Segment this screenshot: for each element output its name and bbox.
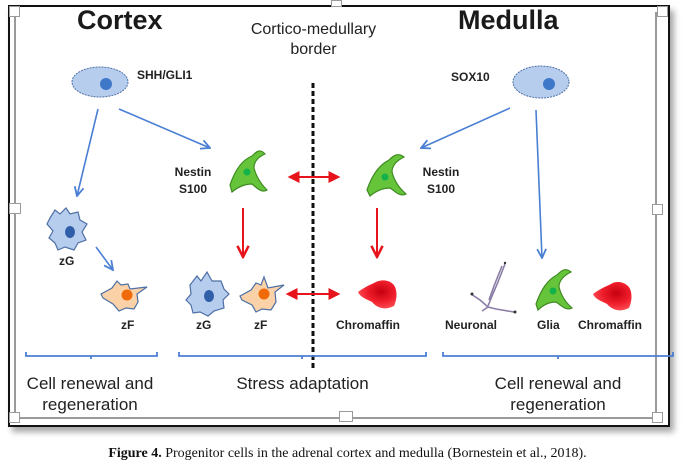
border-label-line2: border: [290, 41, 337, 58]
resize-handle-bottom-center[interactable]: [339, 411, 353, 422]
arrow-sox10-to-nestin-right: [421, 107, 511, 148]
label-medulla-glia: Glia: [537, 318, 560, 332]
caption-text: Progenitor cells in the adrenal cortex a…: [161, 446, 587, 461]
arrow-progenitor-to-zG: [77, 108, 99, 196]
label-medulla-neuronal: Neuronal: [445, 318, 498, 332]
medulla-progenitor-cell: [512, 65, 570, 99]
cortex-title: Cortex: [77, 5, 163, 35]
neuron-cell-medulla: [470, 261, 517, 314]
brace-right: [442, 352, 674, 359]
medulla-progenitor-marker: SOX10: [451, 70, 490, 84]
resize-handle-middle-left[interactable]: [9, 203, 21, 214]
nestin-left-label: Nestin S100: [165, 164, 221, 198]
brace-left: [25, 352, 158, 359]
label-cortex-zF: zF: [121, 318, 135, 332]
zF-cell-cortex: [100, 280, 148, 312]
group-right-line2: regeneration: [510, 395, 606, 414]
frame-inner-line-left: [14, 12, 16, 419]
arrow-sox10-to-glia: [535, 109, 542, 258]
chromaffin-cell-stress: [358, 280, 397, 309]
resize-handle-top-center[interactable]: [331, 0, 342, 7]
zG-cell-cortex: [46, 207, 88, 251]
border-label: Cortico-medullary border: [226, 20, 401, 60]
group-left-line1: Cell renewal and: [26, 374, 154, 393]
zG-cell-stress: [185, 270, 230, 317]
nestin-right-line2: S100: [426, 182, 456, 196]
group-left-label: Cell renewal and regeneration: [10, 373, 170, 415]
brace-middle: [178, 352, 427, 359]
nestin-right-label: Nestin S100: [413, 164, 469, 198]
nestin-right-line1: Nestin: [422, 165, 460, 179]
figure-caption: Figure 4. Progenitor cells in the adrena…: [0, 446, 695, 462]
resize-handle-bottom-right[interactable]: [652, 412, 663, 423]
medulla-title: Medulla: [458, 5, 559, 35]
glia-cell-medulla: [535, 269, 574, 312]
nestin-left-line2: S100: [178, 182, 208, 196]
resize-handle-bottom-left[interactable]: [9, 412, 20, 423]
resize-handle-top-left[interactable]: [9, 6, 20, 17]
nestin-left-line1: Nestin: [174, 165, 212, 179]
resize-handle-top-right[interactable]: [657, 6, 668, 17]
frame-inner-line-bottom: [14, 417, 657, 419]
group-right-label: Cell renewal and regeneration: [478, 373, 638, 415]
label-medulla-chromaffin: Chromaffin: [578, 318, 642, 332]
arrow-progenitor-to-nestin-left: [118, 108, 210, 148]
zF-cell-stress: [239, 275, 285, 313]
nestin-cell-left: [229, 150, 268, 194]
group-middle-label: Stress adaptation: [236, 374, 369, 393]
label-stress-zF: zF: [254, 318, 268, 332]
cortex-progenitor-marker: SHH/GLI1: [137, 68, 193, 82]
group-left-line2: regeneration: [42, 395, 138, 414]
border-label-line1: Cortico-medullary: [250, 21, 377, 38]
arrow-zG-to-zF: [95, 246, 113, 270]
label-stress-chromaffin: Chromaffin: [336, 318, 400, 332]
group-right-line1: Cell renewal and: [494, 374, 622, 393]
label-cortex-zG: zG: [59, 254, 75, 268]
label-stress-zG: zG: [196, 318, 212, 332]
caption-label: Figure 4.: [108, 446, 162, 461]
nestin-cell-right: [366, 154, 408, 197]
frame-inner-line-right: [655, 12, 657, 419]
cortex-progenitor-cell: [71, 66, 129, 98]
resize-handle-middle-right[interactable]: [652, 204, 663, 215]
chromaffin-cell-medulla: [593, 281, 632, 311]
